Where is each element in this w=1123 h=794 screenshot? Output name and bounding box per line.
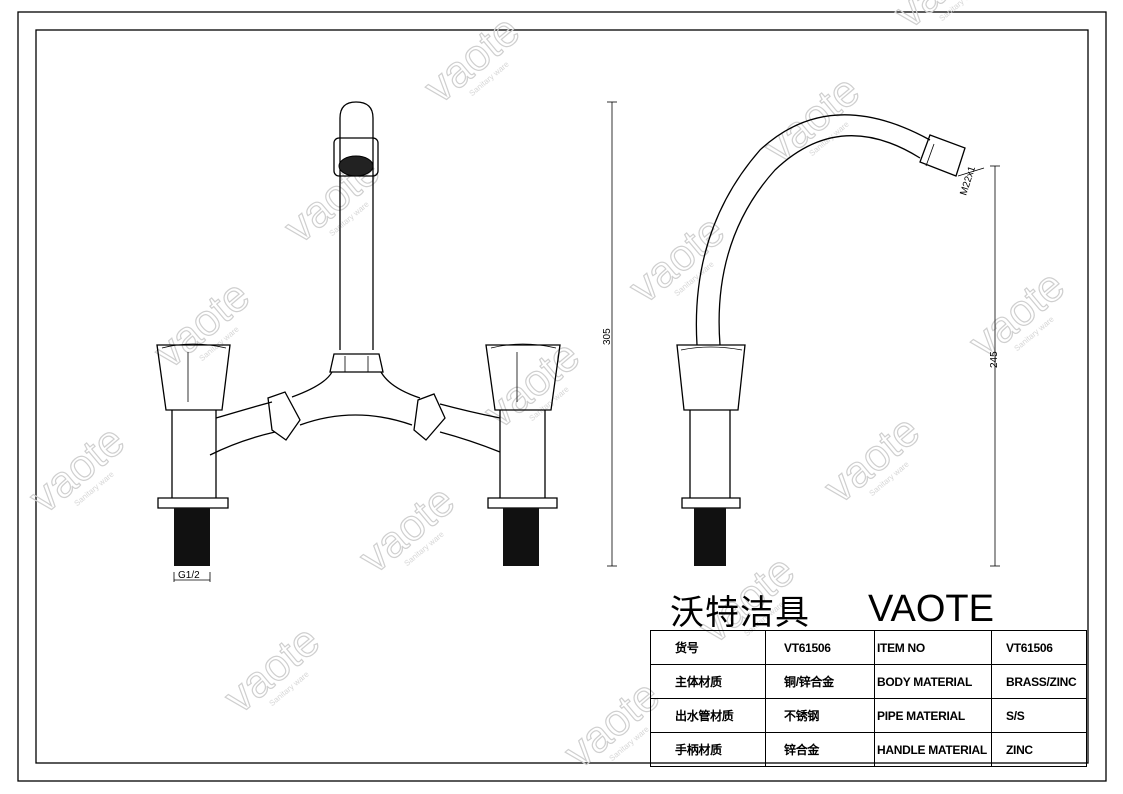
table-row: 出水管材质 不锈钢 PIPE MATERIAL S/S xyxy=(650,698,1087,733)
en-value: S/S xyxy=(991,698,1087,733)
union-nut-left xyxy=(267,391,301,441)
table-row: 主体材质 铜/锌合金 BODY MATERIAL BRASS/ZINC xyxy=(650,664,1087,699)
table-row: 货号 VT61506 ITEM NO VT61506 xyxy=(650,630,1087,665)
handle-right xyxy=(485,344,561,411)
base-flange-right xyxy=(487,497,558,509)
cn-label: 手柄材质 xyxy=(650,732,766,767)
spec-table: 货号 VT61506 ITEM NO VT61506 主体材质 铜/锌合金 BO… xyxy=(650,630,1087,767)
aerator-side xyxy=(919,134,966,177)
cn-value: 锌合金 xyxy=(765,732,875,767)
dimension-spout-height: 245 xyxy=(989,165,1000,567)
dimension-total-height: 305 xyxy=(602,101,617,567)
valve-body-right xyxy=(499,410,546,498)
spout-tube-front xyxy=(339,101,374,350)
valve-body-left xyxy=(171,410,217,498)
faucet-front-view: G1/2 xyxy=(156,101,561,582)
height-spout-label: 245 xyxy=(989,351,1000,368)
thread-shank-right xyxy=(503,508,539,566)
spout-curve-side xyxy=(695,114,931,346)
handle-side xyxy=(676,344,746,411)
inner-border xyxy=(35,29,1089,764)
cn-label: 货号 xyxy=(650,630,766,665)
table-row: 手柄材质 锌合金 HANDLE MATERIAL ZINC xyxy=(650,732,1087,767)
en-value: ZINC xyxy=(991,732,1087,767)
faucet-side-view: M22x1 xyxy=(676,114,985,566)
spout-nut xyxy=(329,353,384,373)
valve-body-side xyxy=(689,410,731,498)
aerator-mesh xyxy=(338,155,374,177)
en-value: VT61506 xyxy=(991,630,1087,665)
brand-name-en: VAOTE xyxy=(868,588,994,630)
cn-value: 铜/锌合金 xyxy=(765,664,875,699)
height-total-label: 305 xyxy=(602,328,613,345)
thread-shank-left xyxy=(174,508,210,566)
brand-name-cn: 沃特洁具 xyxy=(670,593,810,633)
cn-label: 出水管材质 xyxy=(650,698,766,733)
outer-border xyxy=(17,11,1107,782)
cn-label: 主体材质 xyxy=(650,664,766,699)
en-label: HANDLE MATERIAL xyxy=(874,732,992,767)
cn-value: 不锈钢 xyxy=(765,698,875,733)
cn-value: VT61506 xyxy=(765,630,875,665)
inlet-thread-label: G1/2 xyxy=(178,570,200,581)
en-label: PIPE MATERIAL xyxy=(874,698,992,733)
base-flange-side xyxy=(681,497,741,509)
en-label: BODY MATERIAL xyxy=(874,664,992,699)
thread-shank-side xyxy=(694,508,726,566)
outlet-thread-label: M22x1 xyxy=(958,165,978,197)
bridge-arm-lower xyxy=(209,414,501,456)
en-value: BRASS/ZINC xyxy=(991,664,1087,699)
base-flange-left xyxy=(157,497,229,509)
union-nut-right xyxy=(413,393,446,441)
bridge-arm xyxy=(215,371,501,419)
en-label: ITEM NO xyxy=(874,630,992,665)
